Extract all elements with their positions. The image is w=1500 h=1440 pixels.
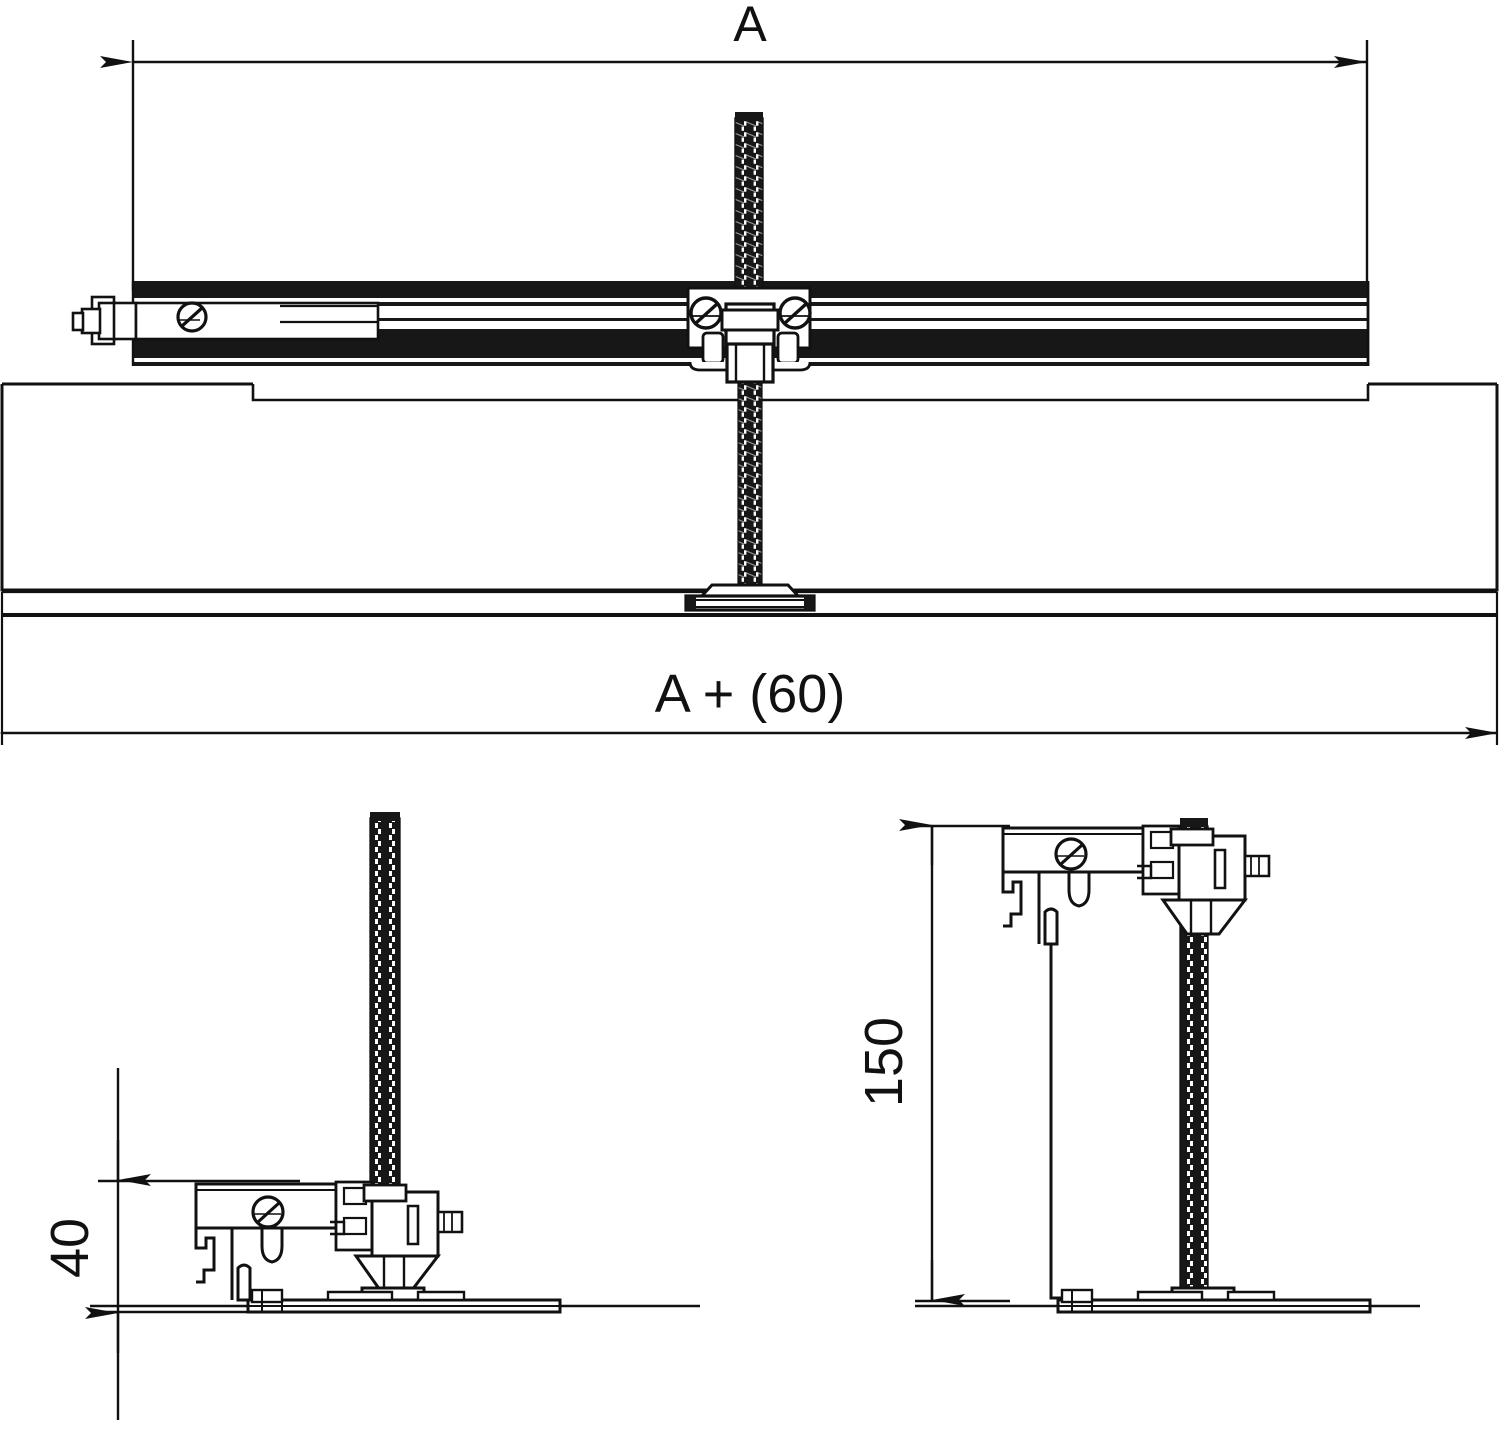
slotted-screw	[1054, 837, 1088, 871]
clamp-bracket	[686, 286, 812, 384]
slotted-screw	[251, 1195, 285, 1229]
base-plate	[1056, 1286, 1372, 1314]
base-plate	[246, 1286, 562, 1314]
rail-inner-chamber	[134, 301, 380, 341]
detail-view-left: 40	[40, 812, 700, 1420]
dimension-a-plus-60-label: A + (60)	[655, 664, 846, 724]
slotted-screw	[778, 296, 812, 330]
dimension-150-label: 150	[854, 1017, 914, 1107]
slotted-screw	[689, 296, 723, 330]
threaded-rod	[369, 812, 401, 1191]
slotted-screw	[176, 301, 208, 333]
dimension-40: 40	[40, 1068, 300, 1420]
detail-view-right: 150	[854, 818, 1420, 1314]
extension-lines-dim-a	[131, 40, 1369, 290]
dimension-a-plus-60: A + (60)	[0, 615, 1499, 745]
dimension-a-label: A	[733, 0, 767, 52]
clamp-bracket	[1001, 824, 1271, 946]
threaded-rod	[734, 112, 764, 596]
dimension-150: 150	[854, 819, 1010, 1306]
base-plate	[684, 583, 816, 612]
end-cap-bolt	[71, 295, 138, 346]
clamp-bracket	[194, 1180, 464, 1302]
dimension-a: A	[100, 0, 1367, 68]
hex-nut	[725, 342, 775, 384]
hanger-wire	[1049, 944, 1068, 1300]
dimension-40-label: 40	[40, 1218, 100, 1278]
top-elevation-view: A A + (60)	[0, 0, 1499, 745]
